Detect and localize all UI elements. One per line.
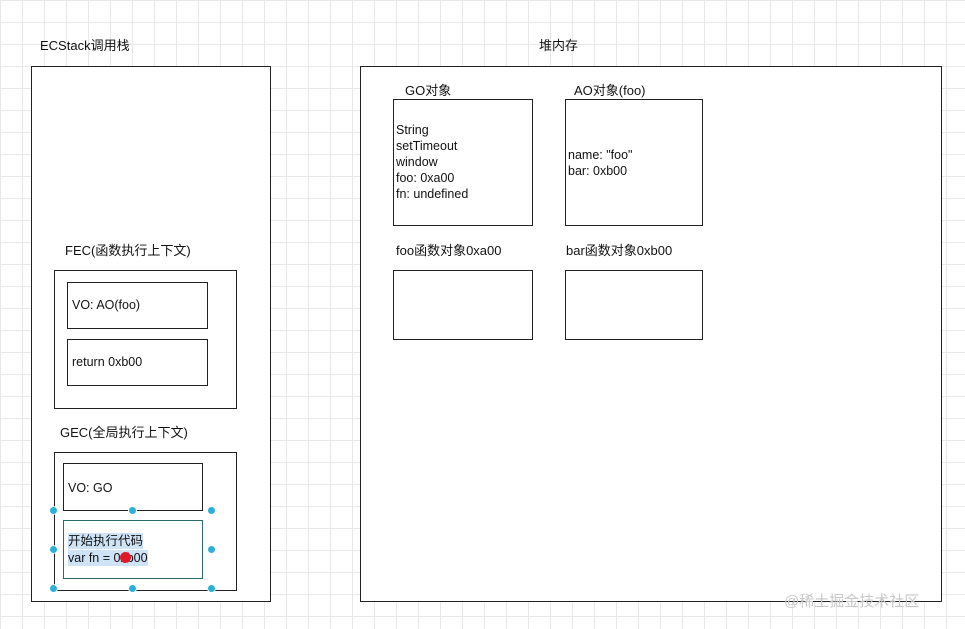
ao-title: AO对象(foo) <box>574 83 646 98</box>
bar-fn-title: bar函数对象0xb00 <box>566 243 673 258</box>
foo-fn-box[interactable] <box>393 270 533 340</box>
gec-vo-box[interactable]: VO: GO <box>63 463 203 511</box>
fec-return-box[interactable]: return 0xb00 <box>67 339 208 386</box>
bar-fn-box[interactable] <box>565 270 703 340</box>
go-title: GO对象 <box>405 83 452 98</box>
selection-handle-top-left[interactable] <box>49 506 58 515</box>
fec-title: FEC(函数执行上下文) <box>65 243 191 258</box>
go-line-1: setTimeout <box>396 139 458 153</box>
selection-handle-top-right[interactable] <box>207 506 216 515</box>
fec-vo-box[interactable]: VO: AO(foo) <box>67 282 208 329</box>
selection-handle-bottom-left[interactable] <box>49 584 58 593</box>
gec-code-line2: var fn = 0xb00 <box>68 550 148 566</box>
cursor-dot-icon <box>120 552 131 563</box>
gec-code-box[interactable]: 开始执行代码 var fn = 0xb00 <box>63 520 203 579</box>
go-line-0: String <box>396 123 429 137</box>
selection-handle-bottom-right[interactable] <box>207 584 216 593</box>
selection-handle-bottom-middle[interactable] <box>128 584 137 593</box>
go-box[interactable]: String setTimeout window foo: 0xa00 fn: … <box>393 99 533 226</box>
go-line-4: fn: undefined <box>396 187 469 201</box>
fec-return-text: return 0xb00 <box>72 355 143 369</box>
go-line-3: foo: 0xa00 <box>396 171 455 185</box>
heap-title: 堆内存 <box>539 38 579 53</box>
foo-fn-title: foo函数对象0xa00 <box>396 243 502 258</box>
gec-title: GEC(全局执行上下文) <box>60 425 188 440</box>
gec-vo-text: VO: GO <box>68 481 113 495</box>
ecstack-title: ECStack调用栈 <box>40 38 130 53</box>
gec-code-line1: 开始执行代码 <box>68 533 144 549</box>
ao-box[interactable]: name: "foo" bar: 0xb00 <box>565 99 703 226</box>
fec-vo-text: VO: AO(foo) <box>72 298 141 312</box>
selection-handle-middle-left[interactable] <box>49 545 58 554</box>
ao-line-1: bar: 0xb00 <box>568 164 628 178</box>
selection-handle-middle-right[interactable] <box>207 545 216 554</box>
watermark-text: @稀土掘金技术社区 <box>784 593 920 610</box>
go-line-2: window <box>396 155 438 169</box>
ao-line-0: name: "foo" <box>568 148 633 162</box>
selection-handle-top-middle[interactable] <box>128 506 137 515</box>
